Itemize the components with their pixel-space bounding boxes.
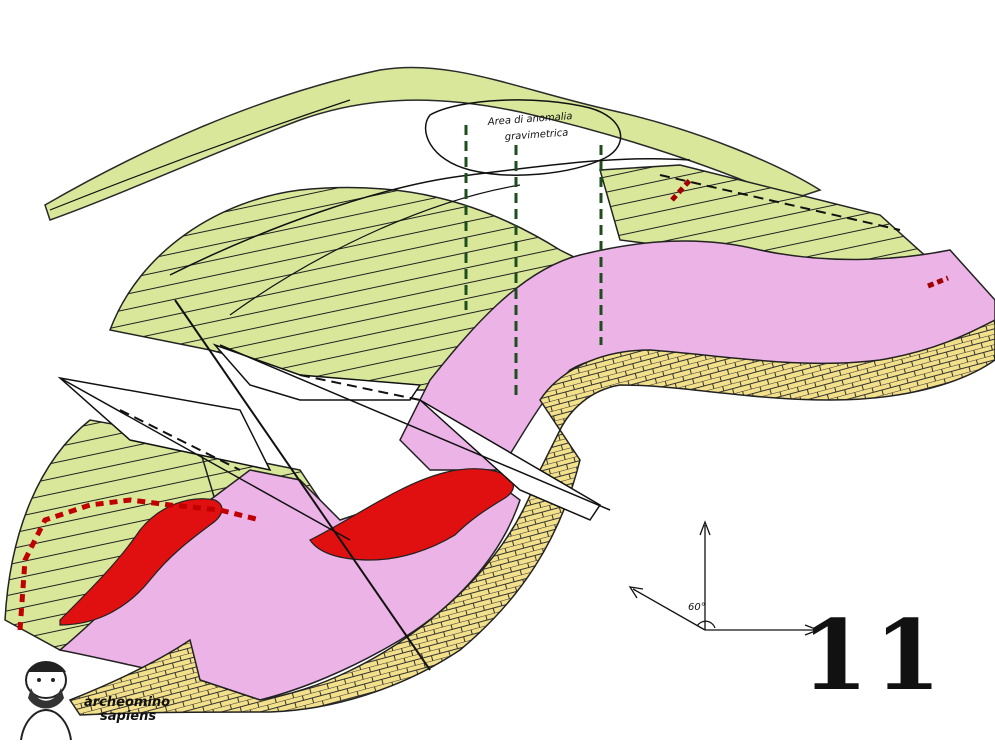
fault-line-1 bbox=[174, 299, 431, 671]
limestone-band-right bbox=[539, 319, 995, 432]
fault-line-2 bbox=[59, 377, 351, 541]
anomaly-label-line2: gravimetrica bbox=[504, 128, 568, 143]
fault-line-3 bbox=[219, 344, 611, 511]
red-vein-right bbox=[927, 275, 949, 289]
orientation-axes: 60° bbox=[628, 520, 820, 636]
upper-green-ridge bbox=[44, 66, 822, 221]
angle-label: 60° bbox=[688, 602, 706, 613]
red-orebody-center bbox=[309, 468, 515, 561]
brand-text: archeomino sapiens bbox=[84, 696, 170, 724]
structure-line-b bbox=[229, 184, 521, 316]
brand-logo: archeomino sapiens bbox=[6, 650, 181, 742]
limestone-band-lower bbox=[68, 428, 581, 716]
fault-plane-right bbox=[419, 399, 602, 521]
red-vein-left bbox=[17, 497, 261, 631]
caveman-face-icon bbox=[20, 661, 72, 741]
red-vein-right-top bbox=[670, 178, 692, 202]
structure-line-a bbox=[169, 157, 691, 276]
fault-plane-left bbox=[57, 376, 272, 472]
gravity-anomaly-outline bbox=[424, 99, 622, 176]
brand-line-2: sapiens bbox=[100, 709, 157, 724]
anomaly-label-line1: Area di anomalia bbox=[486, 111, 572, 128]
structure-line-c bbox=[49, 99, 351, 211]
brand-line-1: archeomino bbox=[84, 695, 171, 710]
plate-number: 11 bbox=[801, 599, 947, 712]
dashed-fault-trace bbox=[119, 174, 901, 471]
